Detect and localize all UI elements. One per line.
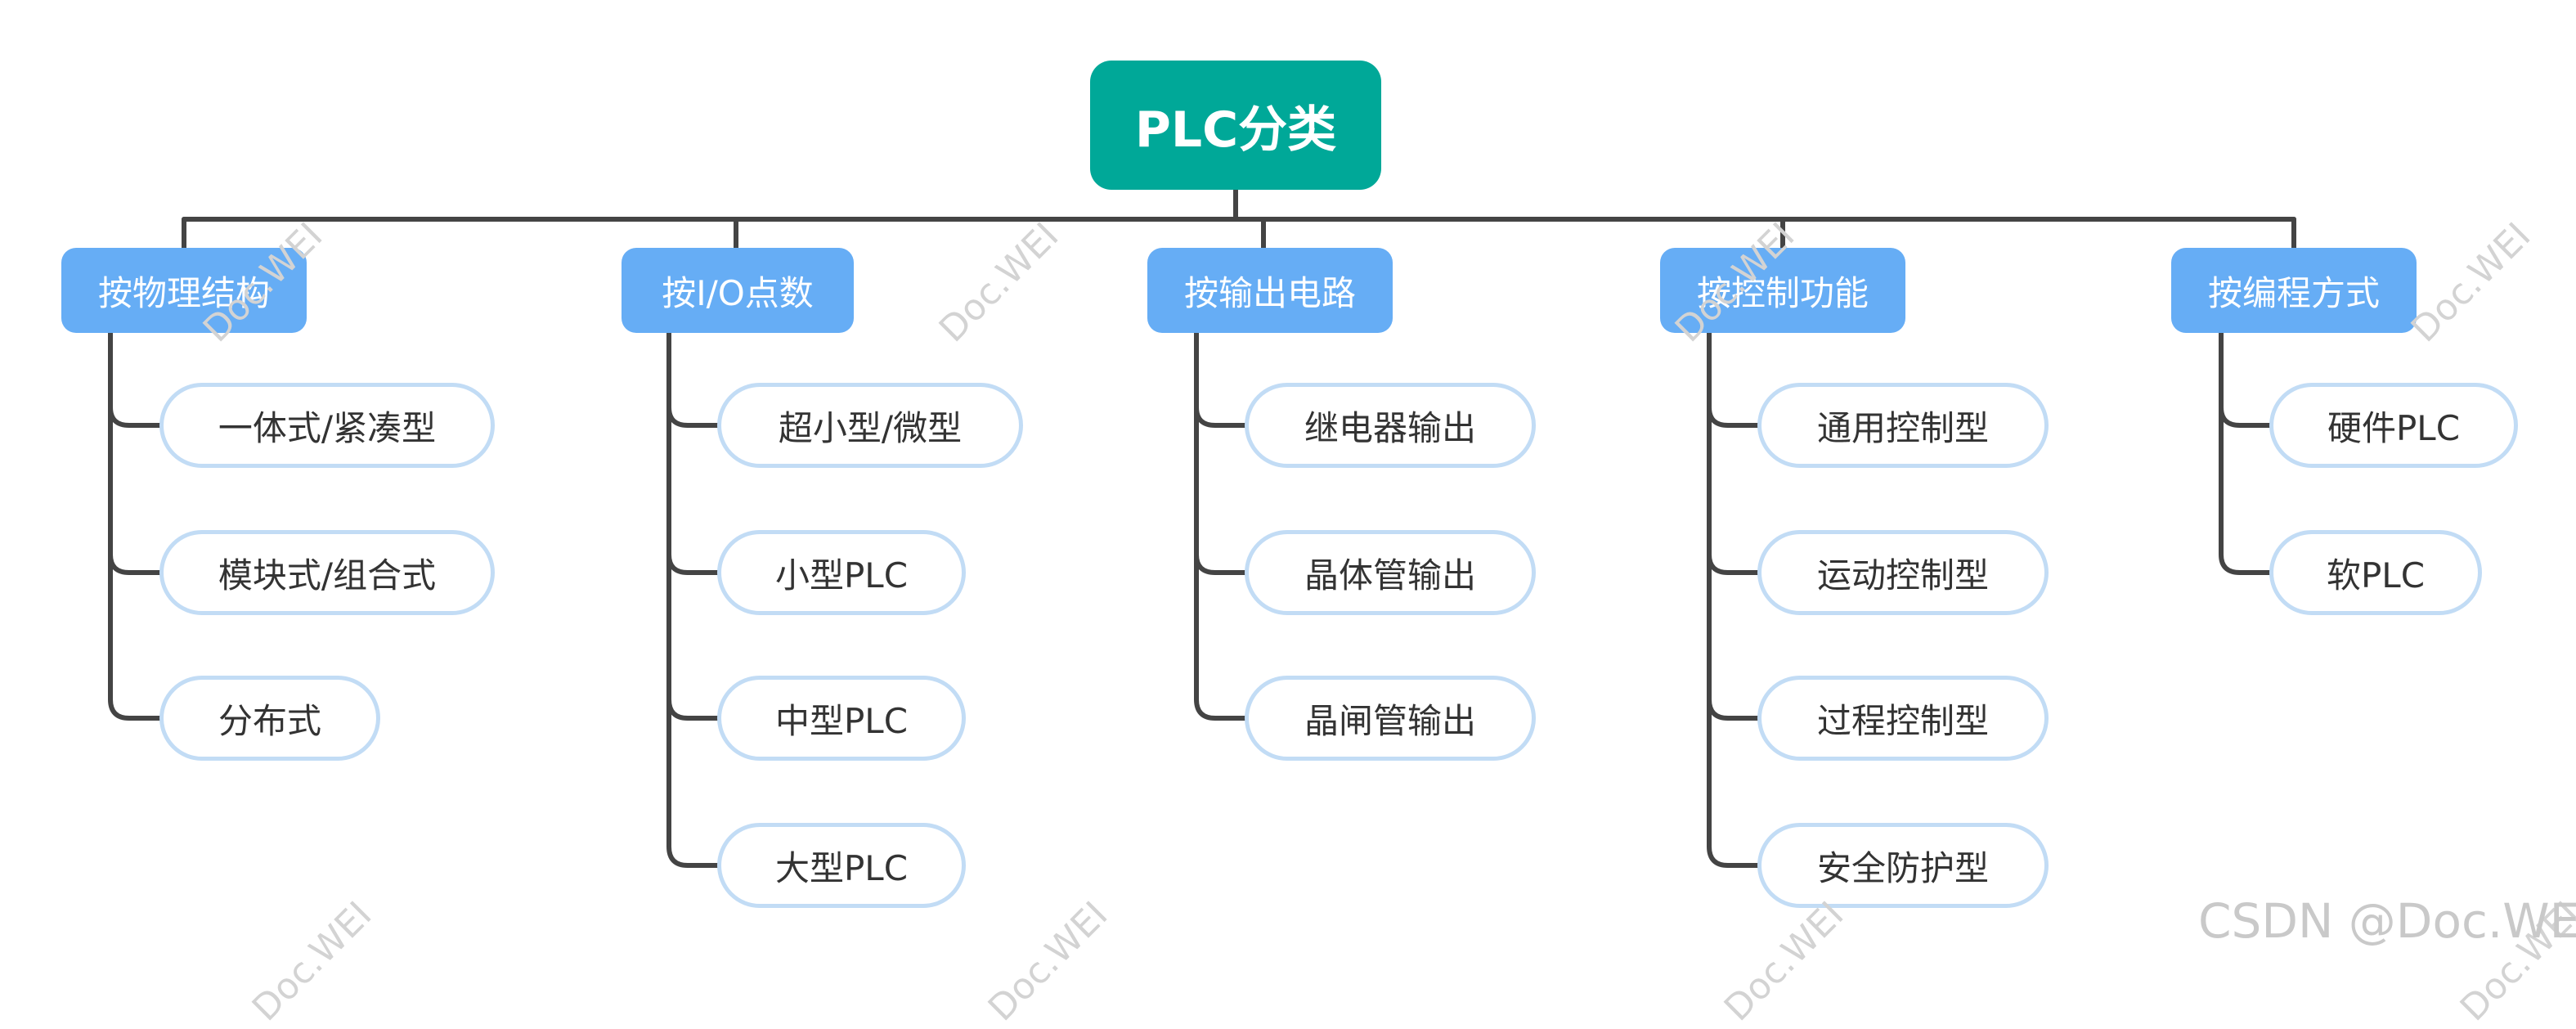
- branch-5-1: [2219, 405, 2274, 428]
- leaf-hardware-plc[interactable]: 硬件PLC: [2269, 383, 2518, 468]
- leaf-safety-protection[interactable]: 安全防护型: [1757, 823, 2049, 908]
- branch-2-1: [666, 405, 722, 428]
- leaf-label: 晶体管输出: [1304, 555, 1476, 595]
- leaf-label: 一体式/紧凑型: [218, 407, 437, 448]
- branch-3-1: [1194, 405, 1250, 428]
- leaf-label: 硬件PLC: [2327, 407, 2461, 448]
- leaf-label: 通用控制型: [1816, 407, 1989, 448]
- trunk-cat-4: [1707, 330, 1762, 868]
- root-node[interactable]: PLC分类: [1090, 61, 1381, 190]
- leaf-relay-output[interactable]: 继电器输出: [1245, 383, 1536, 468]
- connector-lines: [108, 187, 2296, 868]
- leaf-motion-control[interactable]: 运动控制型: [1757, 530, 2049, 615]
- leaf-label: 分布式: [218, 700, 321, 741]
- category-label: 按I/O点数: [662, 272, 814, 313]
- trunk-cat-5: [2219, 330, 2274, 575]
- category-label: 按输出电路: [1183, 272, 1356, 313]
- leaf-label: 超小型/微型: [778, 407, 963, 448]
- leaf-label: 模块式/组合式: [218, 555, 437, 595]
- root-label: PLC分类: [1134, 101, 1337, 159]
- leaf-integrated-compact[interactable]: 一体式/紧凑型: [159, 383, 495, 468]
- leaf-label: 大型PLC: [774, 847, 909, 888]
- branch-3-2: [1194, 552, 1250, 575]
- leaf-label: 继电器输出: [1304, 407, 1476, 448]
- leaf-distributed[interactable]: 分布式: [159, 676, 380, 761]
- leaf-general-control[interactable]: 通用控制型: [1757, 383, 2049, 468]
- branch-4-2: [1707, 552, 1762, 575]
- leaf-label: 晶闸管输出: [1304, 700, 1476, 741]
- leaf-small-plc[interactable]: 小型PLC: [717, 530, 966, 615]
- leaf-label: 运动控制型: [1816, 555, 1989, 595]
- branch-4-3: [1707, 697, 1762, 721]
- trunk-cat-3: [1194, 330, 1250, 721]
- trunk-cat-2: [666, 330, 722, 868]
- branch-1-2: [108, 552, 164, 575]
- category-physical-structure[interactable]: 按物理结构: [61, 248, 307, 333]
- category-label: 按编程方式: [2207, 272, 2380, 313]
- leaf-micro[interactable]: 超小型/微型: [717, 383, 1023, 468]
- branch-4-1: [1707, 405, 1762, 428]
- branch-1-1: [108, 405, 164, 428]
- category-label: 按物理结构: [97, 272, 270, 313]
- category-io-points[interactable]: 按I/O点数: [622, 248, 854, 333]
- category-control-function[interactable]: 按控制功能: [1660, 248, 1905, 333]
- leaf-label: 安全防护型: [1816, 847, 1989, 888]
- leaf-label: 软PLC: [2326, 555, 2426, 595]
- leaf-label: 过程控制型: [1816, 700, 1989, 741]
- leaf-label: 小型PLC: [774, 555, 909, 595]
- leaf-medium-plc[interactable]: 中型PLC: [717, 676, 966, 761]
- branch-2-2: [666, 552, 722, 575]
- trunk-cat-1: [108, 330, 164, 721]
- leaf-soft-plc[interactable]: 软PLC: [2269, 530, 2482, 615]
- category-output-circuit[interactable]: 按输出电路: [1147, 248, 1393, 333]
- leaf-modular[interactable]: 模块式/组合式: [159, 530, 495, 615]
- leaf-process-control[interactable]: 过程控制型: [1757, 676, 2049, 761]
- branch-2-3: [666, 697, 722, 721]
- leaf-large-plc[interactable]: 大型PLC: [717, 823, 966, 908]
- leaf-transistor-output[interactable]: 晶体管输出: [1245, 530, 1536, 615]
- leaf-label: 中型PLC: [774, 700, 909, 741]
- leaf-thyristor-output[interactable]: 晶闸管输出: [1245, 676, 1536, 761]
- category-label: 按控制功能: [1696, 272, 1869, 313]
- category-programming-method[interactable]: 按编程方式: [2171, 248, 2417, 333]
- source-credit: CSDN @Doc.WEI: [2198, 893, 2576, 949]
